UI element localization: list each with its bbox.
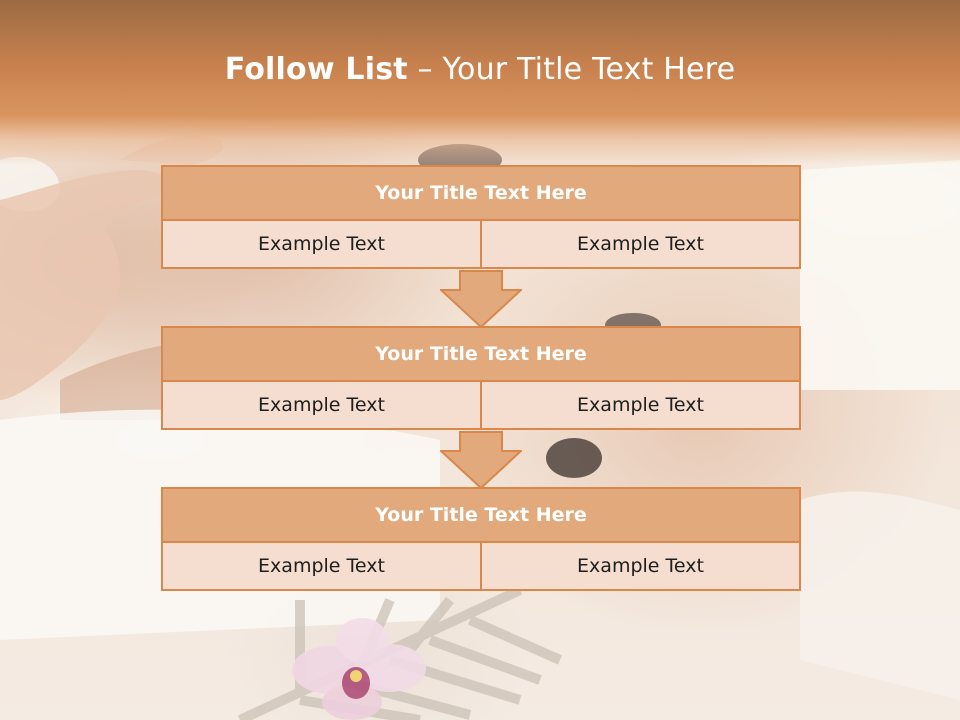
step-row-2: Example Text Example Text (161, 380, 801, 430)
orchid-flower (292, 618, 426, 720)
step-box-2: Your Title Text Here Example Text Exampl… (161, 326, 801, 430)
slide-title-rest: – Your Title Text Here (407, 52, 736, 87)
step-3-cell-right: Example Text (480, 541, 801, 591)
step-row-3: Example Text Example Text (161, 541, 801, 591)
step-2-cell-right: Example Text (480, 380, 801, 430)
down-arrow-2 (440, 431, 522, 489)
towel-right (800, 160, 960, 390)
step-title-3: Your Title Text Here (161, 487, 801, 543)
header-band (0, 0, 960, 165)
step-title-1: Your Title Text Here (161, 165, 801, 221)
step-3-cell-left: Example Text (161, 541, 482, 591)
step-1-cell-right: Example Text (480, 219, 801, 269)
down-arrow-1 (440, 270, 522, 328)
towel-right-lower (800, 491, 960, 700)
hand-shape (0, 170, 169, 400)
step-row-1: Example Text Example Text (161, 219, 801, 269)
slide-title: Follow List – Your Title Text Here (0, 52, 960, 87)
step-box-3: Your Title Text Here Example Text Exampl… (161, 487, 801, 591)
step-box-1: Your Title Text Here Example Text Exampl… (161, 165, 801, 269)
step-title-2: Your Title Text Here (161, 326, 801, 382)
step-2-cell-left: Example Text (161, 380, 482, 430)
slide-title-bold: Follow List (224, 52, 408, 87)
step-1-cell-left: Example Text (161, 219, 482, 269)
stone-3 (546, 438, 602, 478)
